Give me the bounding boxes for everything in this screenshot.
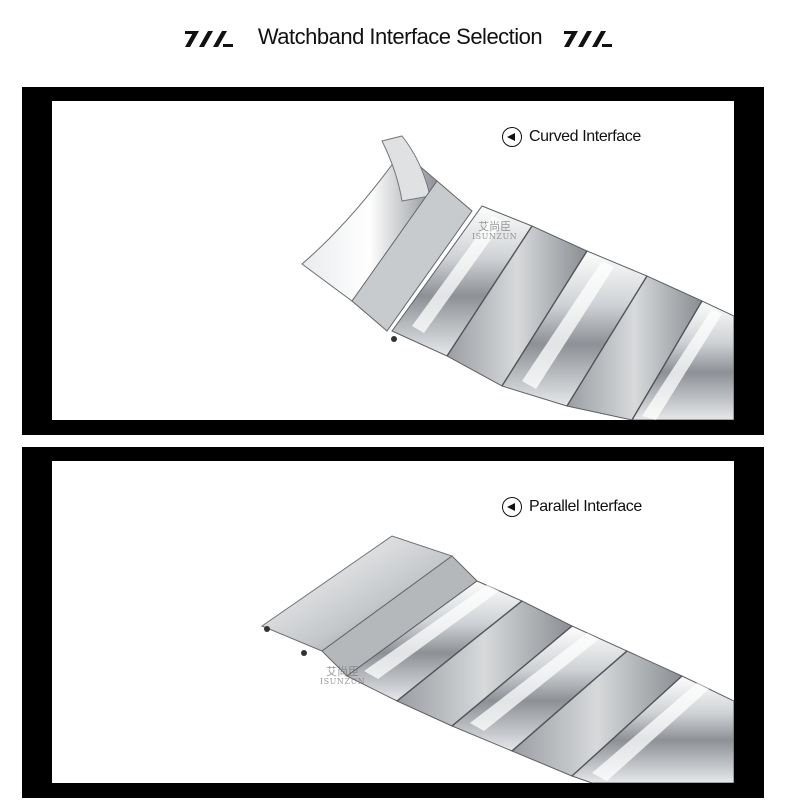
watermark: 艾尚臣 ISUNZUN — [320, 665, 366, 687]
triple-chevron-icon — [185, 31, 233, 47]
parallel-interface-label: Parallel Interface — [502, 497, 642, 517]
header: Watchband Interface Selection — [0, 0, 800, 80]
parallel-interface-photo: 艾尚臣 ISUNZUN Parallel Interface — [52, 461, 734, 783]
curved-interface-panel: 艾尚臣 ISUNZUN Curved Interface — [22, 87, 764, 435]
curved-bracelet-image — [301, 135, 734, 420]
arrow-left-circle-icon — [502, 497, 522, 517]
curved-interface-label: Curved Interface — [502, 127, 641, 147]
arrow-left-circle-icon — [502, 127, 522, 147]
watermark: 艾尚臣 ISUNZUN — [472, 220, 518, 242]
curved-interface-photo: 艾尚臣 ISUNZUN Curved Interface — [52, 101, 734, 420]
parallel-bracelet-image — [260, 535, 734, 783]
page-title: Watchband Interface Selection — [257, 24, 543, 49]
parallel-interface-panel: 艾尚臣 ISUNZUN Parallel Interface — [22, 447, 764, 798]
triple-chevron-icon — [564, 31, 612, 47]
